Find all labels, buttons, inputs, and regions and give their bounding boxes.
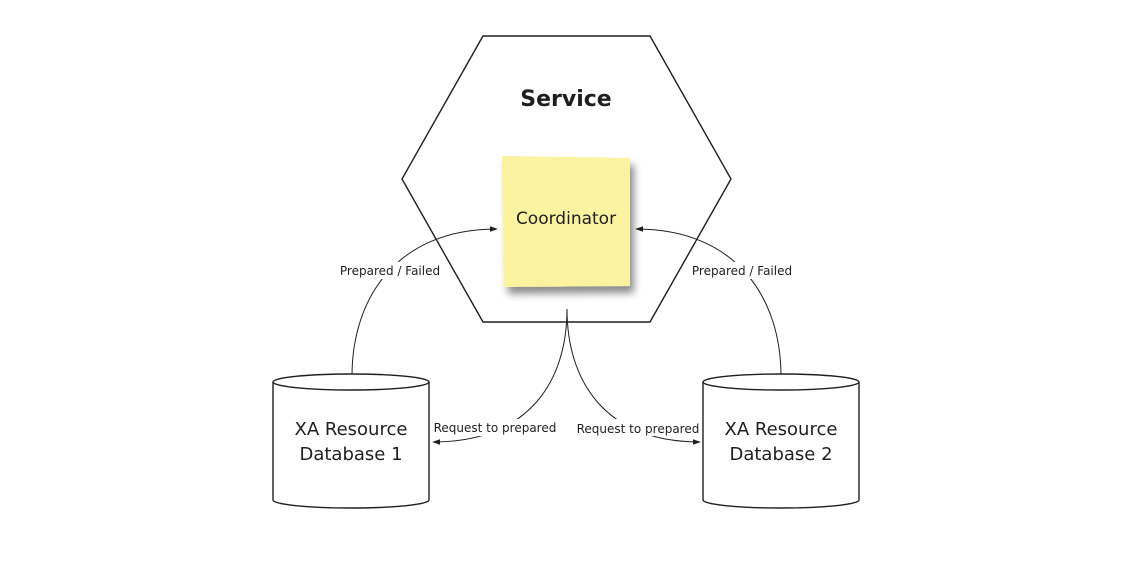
coordinator-note[interactable] bbox=[502, 156, 630, 287]
edge-label-request-db1: Request to prepared bbox=[434, 421, 557, 435]
edge-label-request-db2: Request to prepared bbox=[577, 422, 700, 436]
service-title: Service bbox=[520, 87, 611, 112]
database-2-line1: XA Resource bbox=[725, 419, 838, 440]
database-2-cylinder[interactable] bbox=[702, 373, 860, 509]
edge-label-db2-prepared-failed: Prepared / Failed bbox=[692, 264, 792, 278]
edge-coordinator-to-db2[interactable] bbox=[566, 308, 701, 445]
database-1-cylinder[interactable] bbox=[272, 373, 430, 509]
database-1-line2: Database 1 bbox=[299, 444, 402, 465]
coordinator-label: Coordinator bbox=[516, 209, 616, 229]
edge-label-db1-prepared-failed: Prepared / Failed bbox=[340, 264, 440, 278]
edge-coordinator-to-db1[interactable] bbox=[432, 308, 568, 445]
database-2-line2: Database 2 bbox=[729, 444, 832, 465]
database-1-line1: XA Resource bbox=[295, 419, 408, 440]
